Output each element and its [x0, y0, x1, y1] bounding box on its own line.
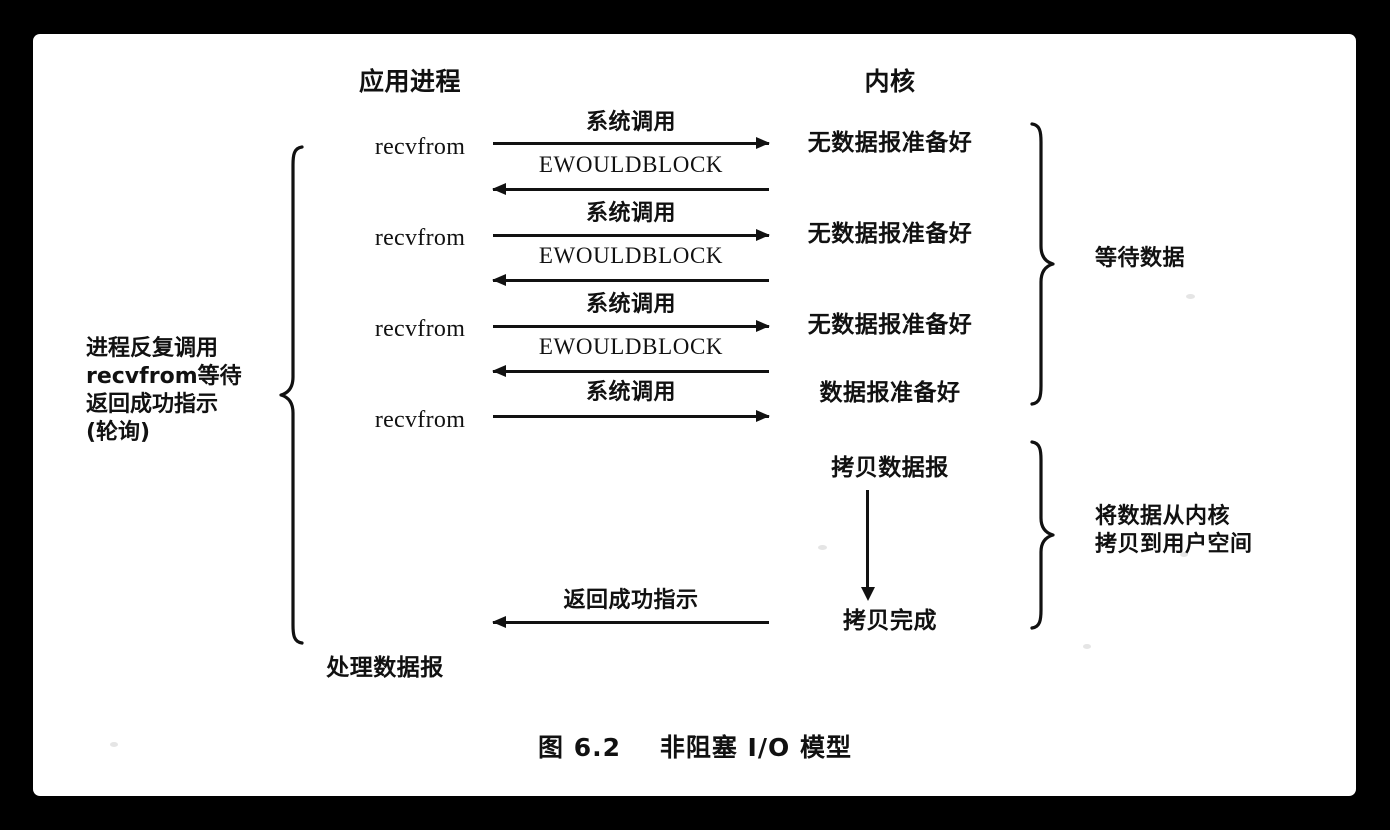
request-arrow-4: [493, 409, 770, 423]
scan-speck: [1180, 552, 1188, 557]
left-note-polling: 进程反复调用 recvfrom等待 返回成功指示 (轮询): [86, 336, 242, 445]
right-note-copy: 将数据从内核 拷贝到用户空间: [1095, 504, 1253, 557]
column-title-application: 应用进程: [358, 67, 461, 96]
kernel-state-2: 无数据报准备好: [807, 221, 973, 247]
request-arrow-2: [493, 228, 770, 242]
scan-speck: [818, 545, 827, 550]
kernel-copy-complete-label: 拷贝完成: [843, 608, 937, 634]
system-call-label-3: 系统调用: [585, 292, 676, 317]
kernel-state-4: 数据报准备好: [819, 380, 961, 406]
recvfrom-call-3: recvfrom: [374, 316, 466, 342]
system-call-label-4: 系统调用: [585, 380, 676, 405]
ewouldblock-label-2: EWOULDBLOCK: [538, 243, 724, 268]
scan-speck: [1083, 644, 1091, 649]
ewouldblock-label-3: EWOULDBLOCK: [538, 334, 724, 359]
figure-caption: 图 6.2 非阻塞 I/O 模型: [538, 733, 852, 762]
copy-down-arrow: [860, 490, 875, 601]
system-call-label-1: 系统调用: [585, 110, 676, 135]
application-final-label: 处理数据报: [326, 655, 444, 681]
return-arrow: [492, 615, 769, 629]
scan-speck: [1186, 294, 1195, 299]
left-brace-polling: [276, 145, 306, 645]
ewouldblock-label-1: EWOULDBLOCK: [538, 152, 724, 177]
kernel-state-1: 无数据报准备好: [807, 130, 973, 156]
request-arrow-3: [493, 319, 770, 333]
right-brace-copy: [1028, 440, 1058, 630]
scan-speck: [110, 742, 118, 747]
recvfrom-call-1: recvfrom: [374, 134, 466, 160]
recvfrom-call-4: recvfrom: [374, 407, 466, 433]
return-success-label: 返回成功指示: [563, 588, 699, 613]
right-note-waiting: 等待数据: [1095, 246, 1186, 271]
response-arrow-3: [492, 364, 769, 378]
column-title-kernel: 内核: [864, 67, 916, 96]
system-call-label-2: 系统调用: [585, 201, 676, 226]
kernel-state-3: 无数据报准备好: [807, 312, 973, 338]
recvfrom-call-2: recvfrom: [374, 225, 466, 251]
response-arrow-1: [492, 182, 769, 196]
right-brace-waiting: [1028, 122, 1058, 406]
kernel-copying-label: 拷贝数据报: [831, 455, 949, 481]
request-arrow-1: [493, 136, 770, 150]
response-arrow-2: [492, 273, 769, 287]
